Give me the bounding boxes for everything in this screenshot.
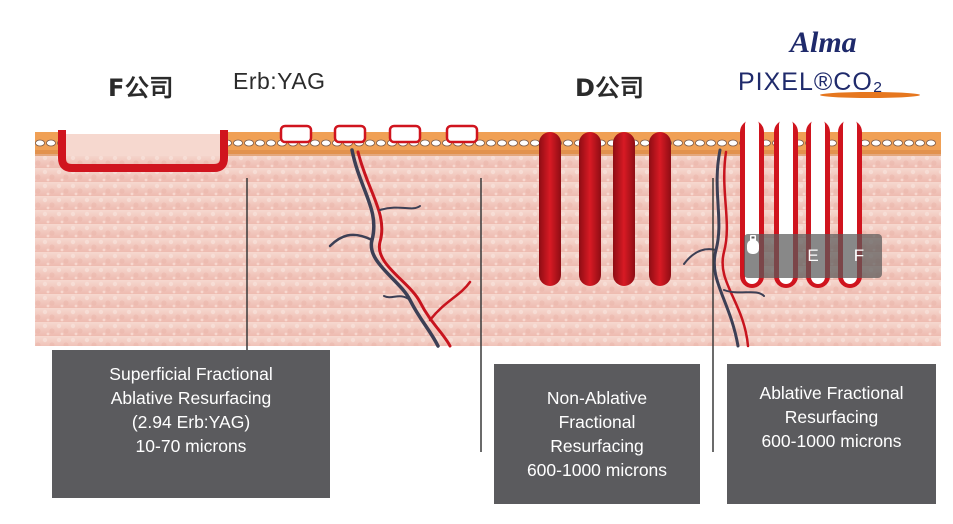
cell: [497, 139, 507, 147]
cell: [475, 139, 485, 147]
coagulation-column: [579, 132, 601, 286]
cell: [926, 139, 936, 147]
label-box-ablative: Ablative Fractional Resurfacing 600-1000…: [727, 364, 936, 504]
cell: [321, 139, 331, 147]
laser-type-heading: Erb:YAG: [233, 68, 326, 94]
non-ablative-channels: [539, 132, 671, 286]
cell: [431, 139, 441, 147]
cell: [893, 139, 903, 147]
cell: [717, 139, 727, 147]
micro-hole: [279, 124, 313, 144]
cell: [915, 139, 925, 147]
cell: [728, 139, 738, 147]
cell: [882, 139, 892, 147]
box-line: 600-1000 microns: [526, 460, 668, 480]
box-line: Ablative Resurfacing: [110, 388, 272, 408]
mode-f[interactable]: F: [853, 246, 865, 265]
cell: [904, 139, 914, 147]
cell: [706, 139, 716, 147]
coagulation-column: [539, 132, 561, 286]
cell: [365, 139, 375, 147]
handpiece-icon: [747, 235, 759, 254]
erbyag-ablation-zone: [58, 130, 228, 172]
cell: [684, 139, 694, 147]
box-line: Resurfacing: [550, 436, 644, 456]
company-f-heading: F公司: [108, 74, 174, 102]
brand-logo-product: PIXEL®CO₂: [738, 68, 884, 96]
box-line: Non-Ablative: [546, 388, 648, 408]
cell: [871, 139, 881, 147]
box-line: 10-70 microns: [135, 436, 247, 456]
box-line: Fractional: [558, 412, 636, 432]
cell: [695, 139, 705, 147]
cell: [233, 139, 243, 147]
box-line: Superficial Fractional: [109, 364, 273, 384]
cell: [563, 139, 573, 147]
cell: [310, 139, 320, 147]
cell: [519, 139, 529, 147]
mode-selector-bar: E F: [744, 234, 882, 278]
cell: [673, 139, 683, 147]
micro-hole: [388, 124, 422, 144]
coagulation-column: [649, 132, 671, 286]
coagulation-column: [613, 132, 635, 286]
cell: [46, 139, 56, 147]
cell: [420, 139, 430, 147]
cell: [530, 139, 540, 147]
micro-hole: [333, 124, 367, 144]
box-line: 600-1000 microns: [761, 431, 902, 451]
label-box-superficial: Superficial Fractional Ablative Resurfac…: [52, 350, 330, 498]
company-d-heading: D公司: [575, 74, 645, 102]
pointer-lines: [246, 178, 714, 452]
box-line: (2.94 Erb:YAG): [131, 412, 251, 432]
cell: [255, 139, 265, 147]
micro-hole: [445, 124, 479, 144]
box-line: Resurfacing: [784, 407, 879, 427]
cell: [486, 139, 496, 147]
blood-vessels: [328, 148, 765, 348]
cell: [244, 139, 254, 147]
erbyag-micro-holes: [279, 124, 479, 144]
cell: [266, 139, 276, 147]
mode-e[interactable]: E: [807, 246, 819, 265]
label-box-non-ablative: Non-Ablative Fractional Resurfacing 600-…: [494, 364, 700, 504]
box-line: Ablative Fractional: [759, 383, 904, 403]
cell: [35, 139, 45, 147]
cell: [376, 139, 386, 147]
brand-logo-script: Alma: [790, 26, 857, 59]
cell: [508, 139, 518, 147]
handpiece-mode[interactable]: [747, 235, 784, 273]
cell: [640, 139, 650, 147]
brand-swoosh: [820, 92, 920, 98]
